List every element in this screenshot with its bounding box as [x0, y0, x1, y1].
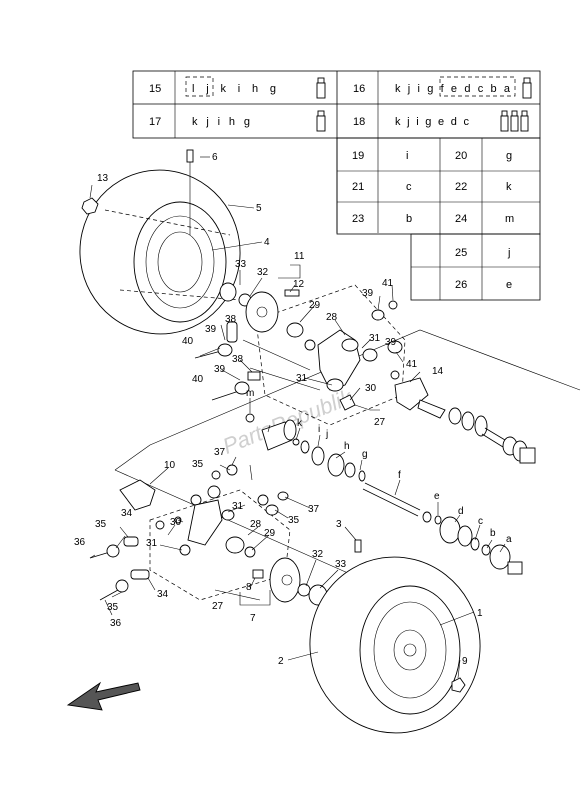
- callout-36: 36: [110, 618, 122, 629]
- key-row-letters: k j i g e d c: [395, 116, 470, 128]
- key-pair-letter: g: [506, 150, 512, 162]
- callout-35: 35: [288, 515, 300, 526]
- callout-38: 38: [225, 314, 237, 325]
- callout-27: 27: [212, 601, 224, 612]
- callout-31: 31: [146, 538, 158, 549]
- callout-j: j: [325, 429, 328, 440]
- key-row-letters: k j i g f e d c b a: [395, 83, 511, 95]
- callout-11: 11: [294, 251, 305, 262]
- callout-39: 39: [385, 337, 397, 348]
- callout-34: 34: [121, 508, 133, 519]
- key-pair-no: 20: [455, 150, 467, 162]
- callout-g: g: [362, 449, 368, 460]
- callout-38: 38: [232, 354, 244, 365]
- grease-tube-icon: [316, 77, 326, 99]
- callout-a: a: [506, 534, 512, 545]
- front-arrow-icon: [66, 681, 141, 711]
- callout-k: k: [297, 418, 303, 429]
- callout-37: 37: [308, 504, 320, 515]
- callout-14: 14: [432, 366, 444, 377]
- key-pair-no: 24: [455, 213, 467, 225]
- callout-39: 39: [205, 324, 217, 335]
- callout-1: 1: [477, 608, 483, 619]
- key-pair-letter: e: [506, 279, 512, 291]
- key-pair-no: 26: [455, 279, 467, 291]
- callout-33: 33: [235, 259, 247, 270]
- key-pair-letter: c: [406, 181, 412, 193]
- callout-6: 6: [212, 152, 218, 163]
- callout-27: 27: [374, 417, 386, 428]
- callout-m: m: [246, 388, 254, 399]
- key-pair-letter: m: [505, 213, 514, 225]
- key-pair-no: 25: [455, 247, 467, 259]
- callout-35: 35: [192, 459, 204, 470]
- callout-30: 30: [365, 383, 377, 394]
- key-row-no: 16: [353, 83, 365, 95]
- key-pair-letter: b: [406, 213, 412, 225]
- callout-7: 7: [250, 613, 256, 624]
- callout-39: 39: [214, 364, 226, 375]
- callout-40: 40: [182, 336, 194, 347]
- callout-i: i: [318, 424, 320, 435]
- key-pair-letter: i: [406, 150, 408, 162]
- key-pair-letter: k: [506, 181, 512, 193]
- callout-3: 3: [336, 519, 342, 530]
- callout-8: 8: [246, 582, 252, 593]
- upper-wheel: [79, 169, 241, 335]
- callout-e: e: [434, 491, 440, 502]
- callout-32: 32: [257, 267, 269, 278]
- key-pair-no: 19: [352, 150, 364, 162]
- grease-tube-icon: [522, 77, 532, 99]
- callout-39: 39: [362, 288, 374, 299]
- upper-drive-shaft: [417, 399, 536, 464]
- bracket-10: [119, 479, 156, 511]
- callout-h: h: [344, 441, 350, 452]
- callout-9: 9: [462, 656, 468, 667]
- callout-33: 33: [335, 559, 347, 570]
- callout-36: 36: [74, 537, 86, 548]
- callout-32: 32: [312, 549, 324, 560]
- callout-31: 31: [369, 333, 381, 344]
- callout-c: c: [478, 516, 483, 527]
- callout-f: f: [398, 470, 401, 481]
- key-pair-no: 21: [352, 181, 364, 193]
- callout-b: b: [490, 528, 496, 539]
- callout-2: 2: [278, 656, 284, 667]
- callout-35: 35: [107, 602, 119, 613]
- callout-31: 31: [296, 373, 308, 384]
- callout-d: d: [458, 506, 464, 517]
- callout-37: 37: [214, 447, 226, 458]
- callout-41: 41: [382, 278, 394, 289]
- callout-41: 41: [406, 359, 418, 370]
- callout-29: 29: [264, 528, 276, 539]
- callout-12: 12: [293, 279, 305, 290]
- callout-10: 10: [164, 460, 176, 471]
- callout-5: 5: [256, 203, 262, 214]
- key-row-no: 15: [149, 83, 161, 95]
- grease-tube-icon: [500, 110, 529, 132]
- key-row-letters: k j i h g: [192, 116, 250, 128]
- key-row-letters: l j k i h g: [192, 83, 276, 95]
- callout-30: 30: [170, 517, 182, 528]
- callout-40: 40: [192, 374, 204, 385]
- callout-labels: 1 2 3 4 5 6 7 8 9 10 11 12 13 14 27 27 2…: [74, 152, 512, 667]
- callout-28: 28: [326, 312, 338, 323]
- key-pair-letter: j: [507, 247, 510, 259]
- key-pair-no: 22: [455, 181, 467, 193]
- key-row-no: 17: [149, 116, 161, 128]
- callout-34: 34: [157, 589, 169, 600]
- callout-35: 35: [95, 519, 107, 530]
- lower-wheel: [309, 556, 481, 734]
- key-pair-no: 23: [352, 213, 364, 225]
- grease-tube-icon: [316, 110, 326, 132]
- callout-28: 28: [250, 519, 262, 530]
- callout-29: 29: [309, 300, 321, 311]
- key-table: 15 l j k i h g 16 k j i g f e d c b a 17…: [132, 70, 541, 301]
- callout-13: 13: [97, 173, 109, 184]
- key-row-no: 18: [353, 116, 365, 128]
- callout-4: 4: [264, 237, 270, 248]
- callout-31: 31: [232, 501, 244, 512]
